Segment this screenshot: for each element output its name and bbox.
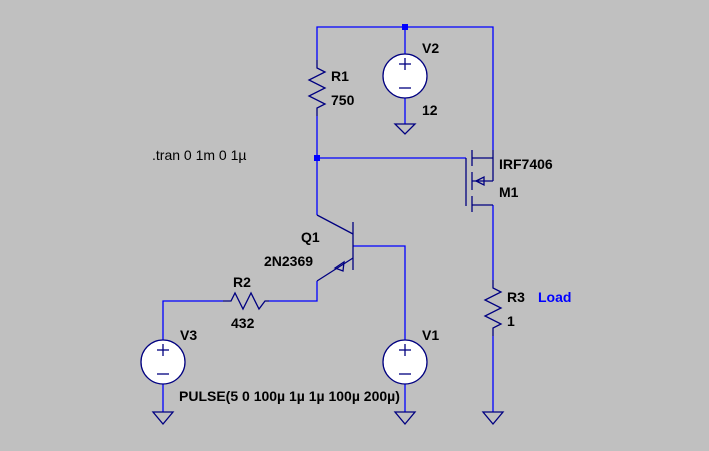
resistor-r2 (223, 291, 269, 311)
ground-v1 (393, 411, 417, 426)
wire-base-to-v1 (353, 245, 406, 340)
voltage-source-v3 (140, 339, 186, 385)
v3-value: PULSE(5 0 100µ 1µ 1µ 100µ 200µ) (179, 388, 400, 404)
q1-model: 2N2369 (264, 253, 313, 269)
resistor-r3 (483, 280, 503, 336)
r2-value: 432 (231, 315, 255, 331)
junction-top (402, 24, 408, 30)
r1-value: 750 (331, 92, 355, 108)
v1-name: V1 (422, 327, 439, 343)
r3-value: 1 (507, 313, 515, 329)
ground-r3 (481, 411, 505, 426)
voltage-source-v2 (382, 53, 428, 99)
r2-name: R2 (233, 274, 251, 290)
voltage-source-v1 (382, 339, 428, 385)
wires (162, 26, 494, 412)
junction-gate-node (314, 155, 320, 161)
wire-emitter (269, 281, 318, 302)
ground-v2 (393, 123, 417, 135)
net-label-load: Load (538, 289, 571, 305)
wire-r2-to-v3 (162, 300, 223, 340)
r3-name: R3 (507, 289, 525, 305)
q1-name: Q1 (301, 229, 320, 245)
v2-name: V2 (422, 40, 439, 56)
resistor-r1 (307, 60, 327, 116)
v2-value: 12 (422, 102, 438, 118)
ground-v3 (151, 411, 175, 426)
transistor-q1 (316, 214, 354, 282)
m1-name: M1 (499, 184, 519, 200)
r1-name: R1 (331, 68, 349, 84)
mosfet-m1 (465, 150, 494, 212)
v3-name: V3 (180, 327, 197, 343)
sim-directive: .tran 0 1m 0 1µ (152, 147, 246, 163)
m1-model: IRF7406 (499, 156, 553, 172)
